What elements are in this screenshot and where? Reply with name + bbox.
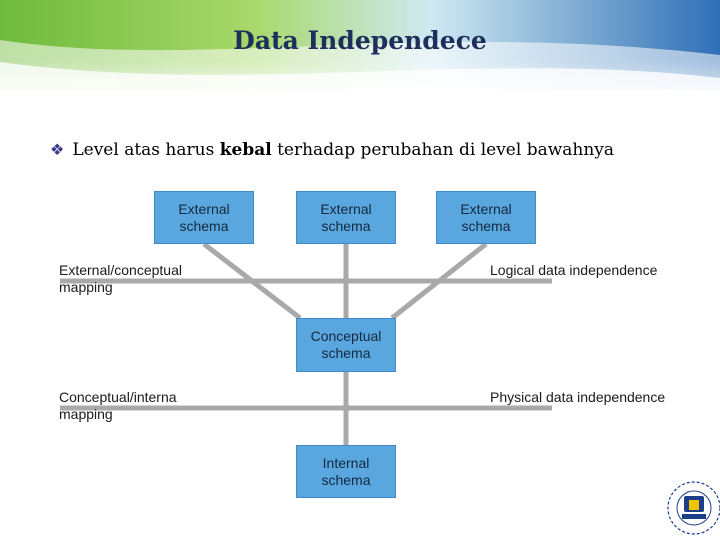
connector-ext3-conceptual (390, 242, 488, 320)
bullet-point: ❖ Level atas harus kebal terhadap perubah… (50, 140, 614, 160)
university-seal-logo (667, 481, 720, 535)
ext-conc-mapping-line2: mapping (59, 279, 113, 295)
conc-int-mapping-line2: mapping (59, 406, 113, 422)
slide-header-band (0, 0, 720, 118)
logical-independence-label: Logical data independence (490, 262, 658, 278)
ext-conc-mapping-label: External/conceptual mapping (59, 262, 182, 296)
conceptual-schema-line1: Conceptual (310, 328, 382, 344)
external-schema-1-line1: External (178, 200, 230, 217)
conc-int-mapping-line1: Conceptual/interna (59, 389, 177, 405)
bullet-text-after: terhadap perubahan di level bawahnya (271, 140, 615, 160)
diamond-bullet-icon: ❖ (50, 140, 65, 159)
ext-conc-mapping-line1: External/conceptual (59, 262, 182, 278)
external-schema-1-line2: schema (179, 217, 229, 234)
conc-int-mapping-label: Conceptual/interna mapping (59, 389, 177, 423)
external-schema-2-line2: schema (321, 217, 371, 234)
internal-schema-line1: Internal (322, 454, 370, 471)
bullet-text-bold: kebal (219, 140, 272, 160)
physical-independence-label: Physical data independence (490, 389, 666, 405)
slide-title: Data Independece (233, 26, 487, 55)
external-schema-3-line1: External (460, 200, 512, 217)
internal-schema-line2: schema (321, 471, 371, 488)
conceptual-schema-line2: schema (321, 345, 371, 361)
connector-ext1-conceptual (202, 242, 302, 320)
external-schema-2-line1: External (320, 200, 372, 217)
bullet-text-before: Level atas harus (72, 140, 220, 160)
header-swoosh-graphic (0, 0, 720, 118)
external-schema-3-line2: schema (461, 217, 511, 234)
